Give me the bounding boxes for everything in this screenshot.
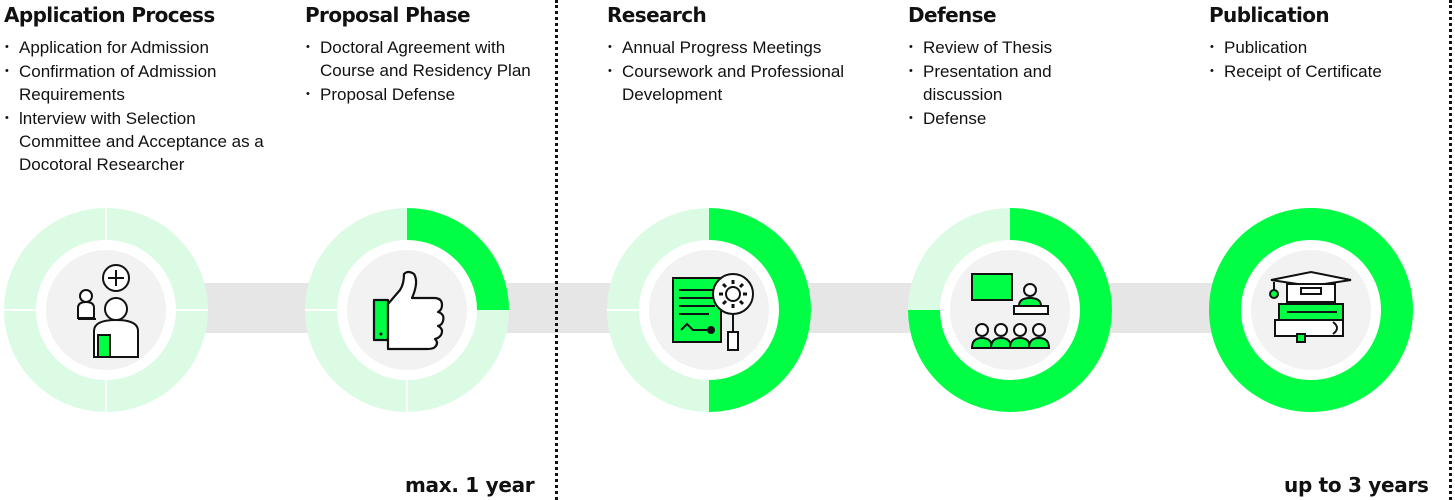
duration-label-phase2: up to 3 years <box>1284 473 1429 497</box>
progress-ring-publication <box>1209 208 1413 412</box>
stage-items: Doctoral Agreement with Course and Resid… <box>305 36 595 106</box>
research-document-icon <box>672 273 754 351</box>
stage-defense: Defense Review of Thesis Presentation an… <box>908 0 1198 131</box>
progress-arc <box>908 208 1112 412</box>
stage-title: Publication <box>1209 3 1330 27</box>
list-item: Annual Progress Meetings <box>607 36 897 59</box>
list-item: Application for Admission <box>4 36 294 59</box>
stage-publication: Publication Publication Receipt of Certi… <box>1209 0 1455 84</box>
list-item: Receipt of Certificate <box>1209 60 1455 83</box>
list-item: Confirmation of Admission Requirements <box>4 60 294 106</box>
stage-proposal: Proposal Phase Doctoral Agreement with C… <box>305 0 595 107</box>
progress-ring-research <box>607 208 811 412</box>
progress-ring-defense <box>908 208 1112 412</box>
stage-items: Annual Progress Meetings Coursework and … <box>607 36 897 106</box>
stage-title: Defense <box>908 3 997 27</box>
phase-divider <box>555 0 558 500</box>
progress-arc <box>406 208 509 311</box>
thumbs-up-icon <box>372 270 445 351</box>
stage-title: Research <box>607 3 707 27</box>
list-item: Review of Thesis <box>908 36 1198 59</box>
graduation-books-icon <box>1269 270 1352 343</box>
duration-label-phase1: max. 1 year <box>405 473 535 497</box>
list-item: Doctoral Agreement with Course and Resid… <box>305 36 540 82</box>
phase-divider <box>1449 0 1452 500</box>
progress-arc <box>708 208 811 412</box>
stage-items: Application for Admission Confirmation o… <box>4 36 294 176</box>
progress-arc <box>1209 208 1413 412</box>
stage-research: Research Annual Progress Meetings Course… <box>607 0 897 107</box>
progress-ring-application <box>4 208 208 412</box>
list-item: Defense <box>908 107 1198 130</box>
stage-title: Proposal Phase <box>305 3 471 27</box>
presentation-audience-icon <box>970 273 1051 349</box>
connector-bar <box>805 283 915 333</box>
applicant-icon <box>77 264 139 358</box>
stage-title: Application Process <box>4 3 215 27</box>
stage-items: Publication Receipt of Certificate <box>1209 36 1455 83</box>
list-item: Proposal Defense <box>305 83 595 106</box>
list-item: Publication <box>1209 36 1455 59</box>
list-item: lnterview with Selection Committee and A… <box>4 107 269 176</box>
stage-application: Application Process Application for Admi… <box>4 0 294 177</box>
list-item: Coursework and Professional Development <box>607 60 852 106</box>
connector-bar <box>200 283 310 333</box>
list-item: Presentation and discussion <box>908 60 1073 106</box>
stage-items: Review of Thesis Presentation and discus… <box>908 36 1198 130</box>
connector-bar <box>1105 283 1217 333</box>
progress-ring-proposal <box>305 208 509 412</box>
